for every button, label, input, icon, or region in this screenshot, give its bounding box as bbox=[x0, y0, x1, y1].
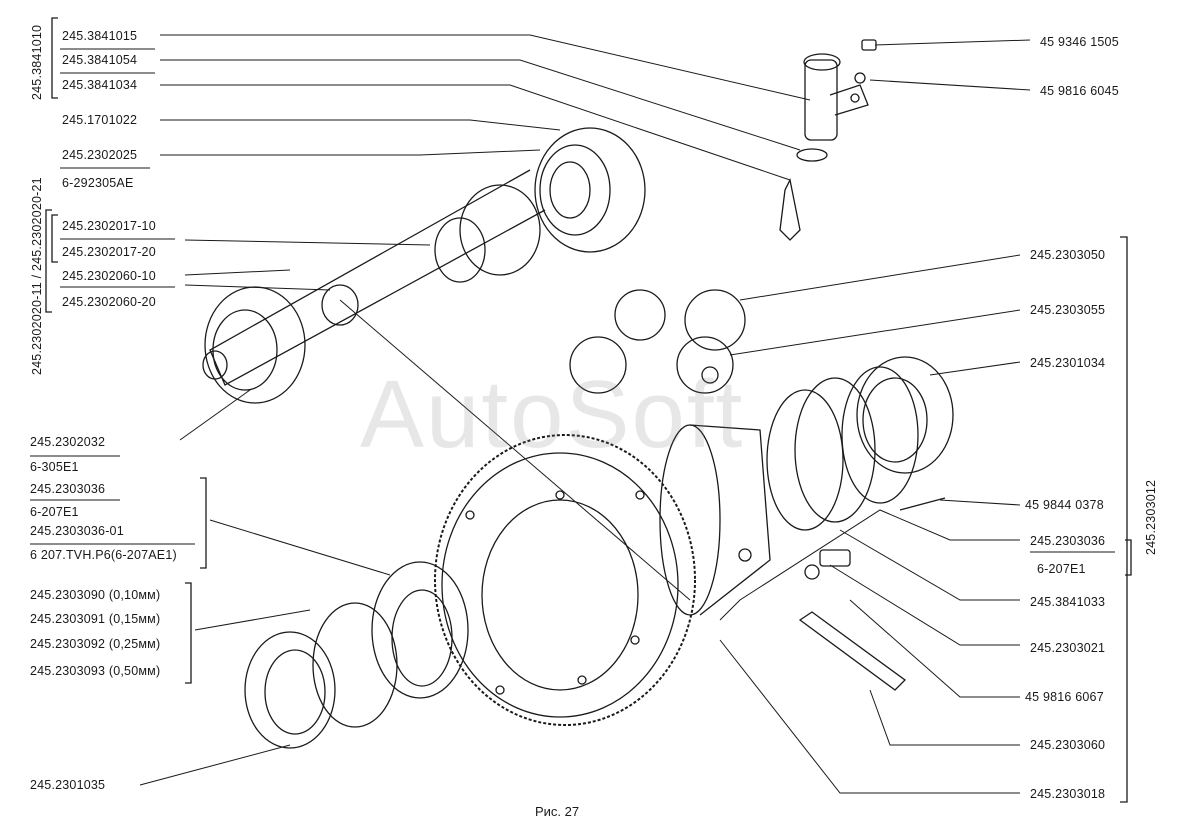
part-label: 245.2303018 bbox=[1030, 787, 1106, 801]
part-label: 45 9816 6067 bbox=[1025, 690, 1104, 704]
part-label: 245.2303090 (0,10мм) bbox=[30, 588, 161, 602]
part-label: 245.2301035 bbox=[30, 778, 106, 792]
part-label: 245.2303093 (0,50мм) bbox=[30, 664, 161, 678]
left-bearing-shim-seal bbox=[244, 561, 469, 749]
part-label: 245.1701022 bbox=[62, 113, 138, 127]
part-label: 245.2303036 bbox=[30, 482, 106, 496]
part-label: 245.2302025 bbox=[62, 148, 138, 162]
input-shaft bbox=[202, 127, 646, 404]
part-label: 245.2303021 bbox=[1030, 641, 1106, 655]
part-label: 245.2302060-10 bbox=[62, 269, 156, 283]
part-label: 6-305Е1 bbox=[30, 460, 79, 474]
part-label: 245.2303091 (0,15мм) bbox=[30, 612, 161, 626]
speedometer-drive bbox=[779, 39, 877, 241]
part-label: 245.2303092 (0,25мм) bbox=[30, 637, 161, 651]
part-label: 245.2303036-01 bbox=[30, 524, 124, 538]
part-label: 245.3841054 bbox=[62, 53, 138, 67]
part-label: 245.2303060 bbox=[1030, 738, 1106, 752]
final-drive-gear bbox=[434, 424, 771, 726]
part-label: 245.2303050 bbox=[1030, 248, 1106, 262]
figure-caption: Рис. 27 bbox=[535, 804, 580, 819]
part-label: 245.3841034 bbox=[62, 78, 138, 92]
right-bearing-and-seal bbox=[766, 356, 954, 691]
part-label: 245.2303036 bbox=[1030, 534, 1106, 548]
part-label: 6-207Е1 bbox=[30, 505, 79, 519]
group-label-speedometer: 245.3841010 bbox=[30, 24, 44, 100]
watermark: AutoSoft bbox=[360, 361, 745, 468]
part-label: 245.2302017-20 bbox=[62, 245, 156, 259]
part-label: 245.3841033 bbox=[1030, 595, 1106, 609]
bracket-lines bbox=[45, 17, 1132, 803]
part-label: 245.2303055 bbox=[1030, 303, 1106, 317]
group-label-differential: 245.2303012 bbox=[1144, 479, 1158, 555]
label-underlines bbox=[30, 48, 1115, 553]
part-label: 245.2301034 bbox=[1030, 356, 1106, 370]
part-label: 245.2302017-10 bbox=[62, 219, 156, 233]
group-label-input-shaft: 245.2302020-11 / 245.2302020-21 bbox=[30, 177, 44, 375]
part-label: 6-207Е1 bbox=[1037, 562, 1086, 576]
part-label: 245.2302032 bbox=[30, 435, 106, 449]
part-label: 245.3841015 bbox=[62, 29, 138, 43]
part-label: 45 9816 6045 bbox=[1040, 84, 1119, 98]
part-label: 6 207.TVH.P6(6-207AE1) bbox=[30, 548, 177, 562]
bevel-gears bbox=[569, 289, 746, 394]
part-label: 245.2302060-20 bbox=[62, 295, 156, 309]
part-label: 45 9346 1505 bbox=[1040, 35, 1119, 49]
part-label: 6-292305АЕ bbox=[62, 176, 134, 190]
part-label: 45 9844 0378 bbox=[1025, 498, 1104, 512]
leader-lines bbox=[139, 34, 1031, 794]
